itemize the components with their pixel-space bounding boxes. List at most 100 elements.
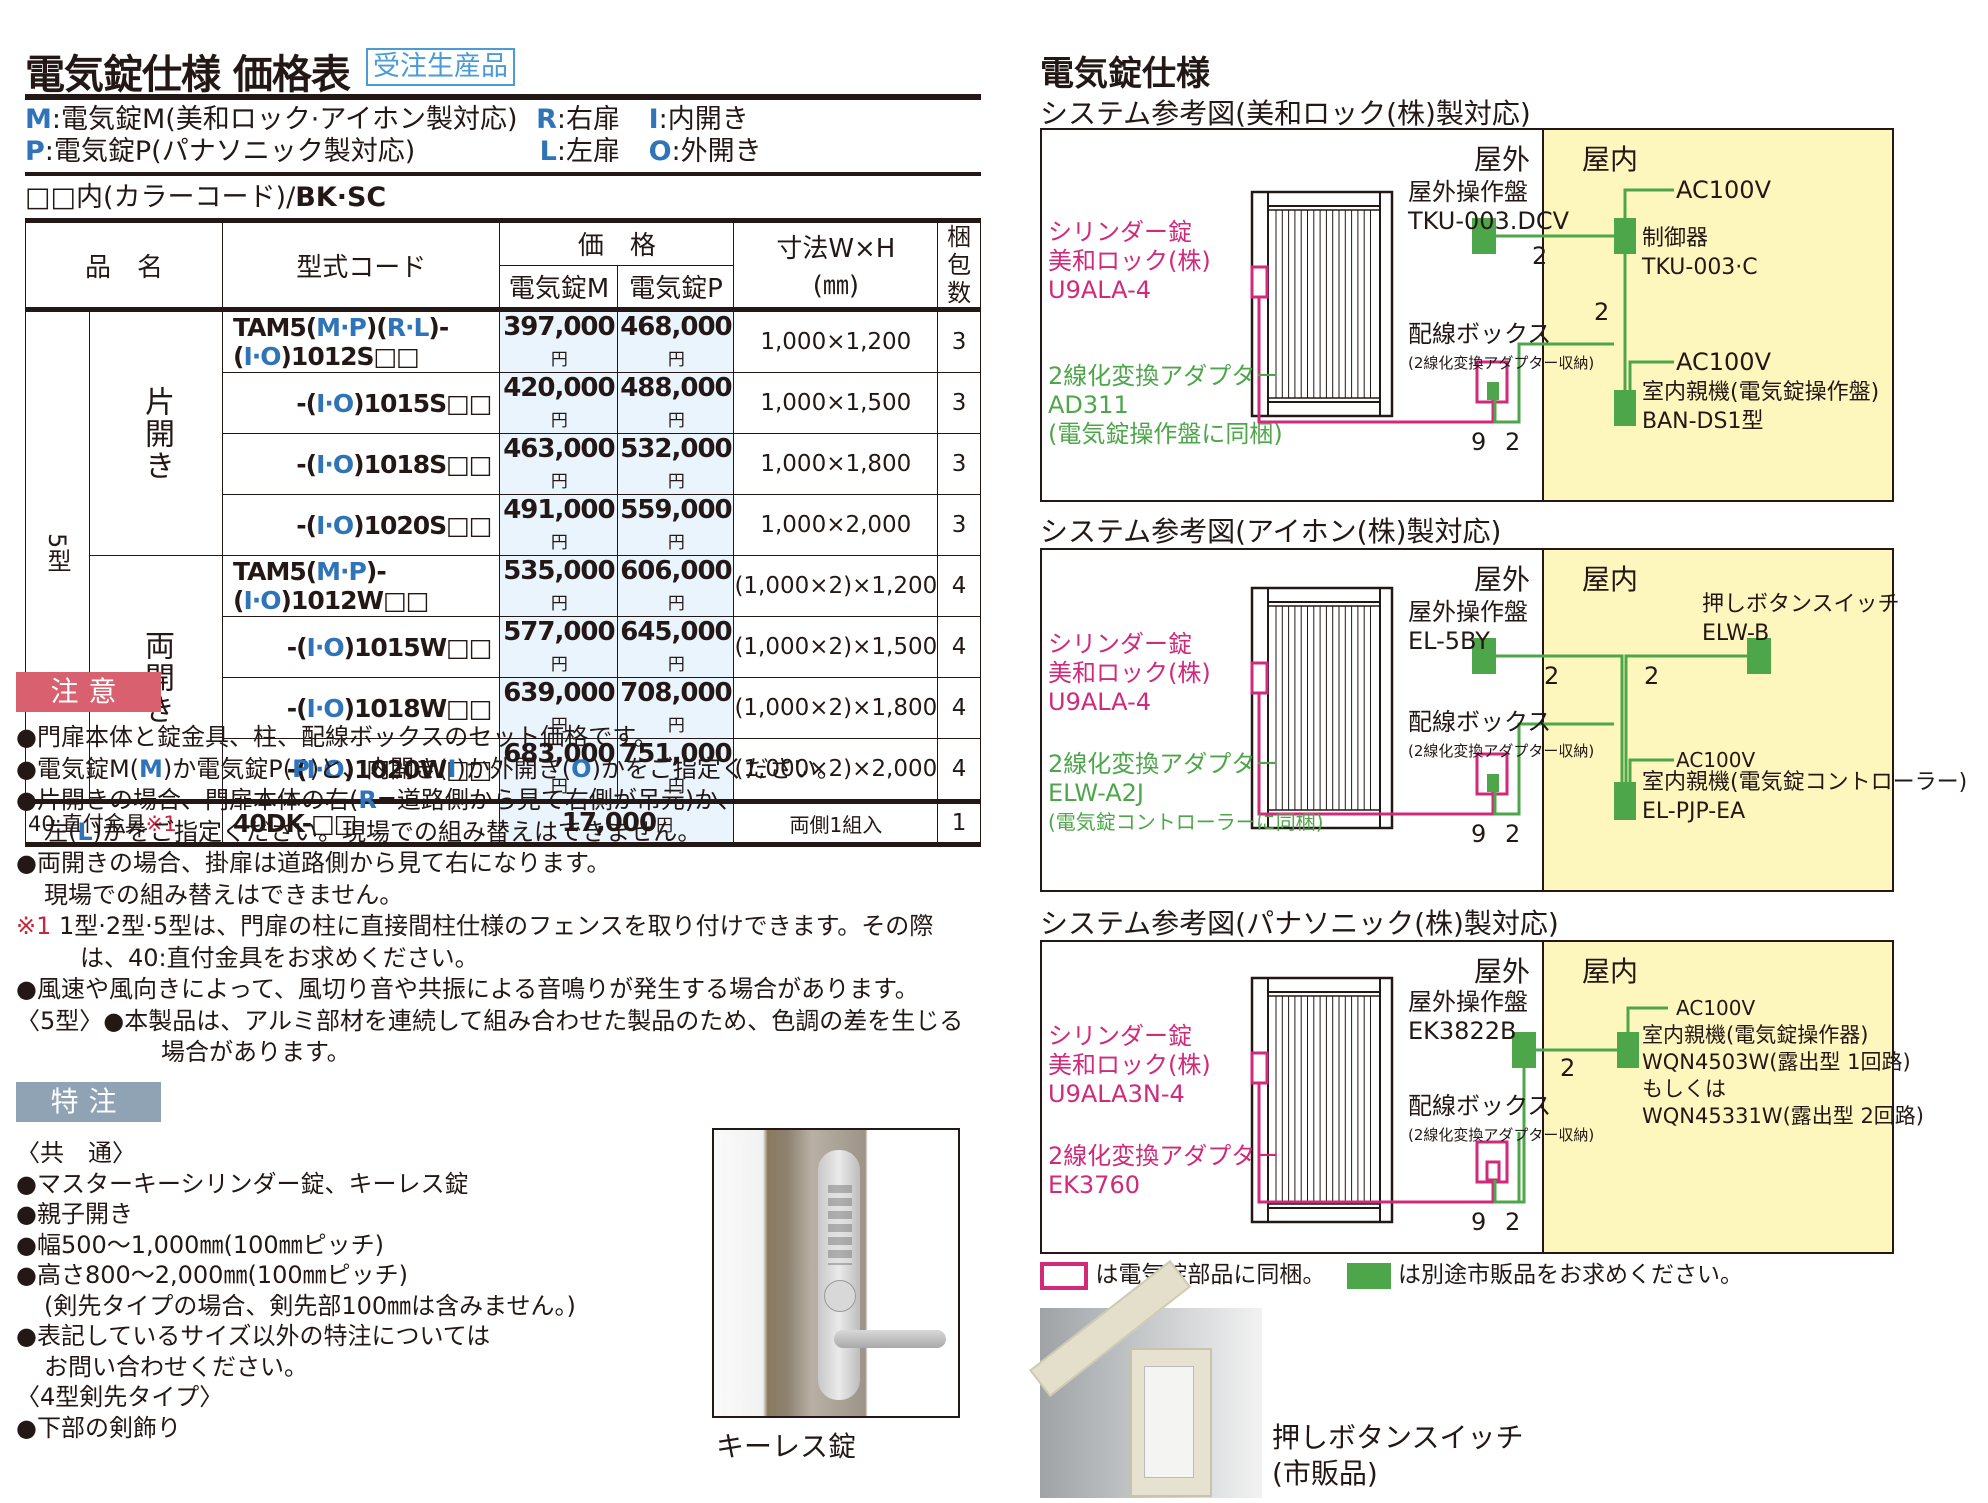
col-header-price-m: 電気錠M <box>499 264 619 310</box>
made-to-order-badge: 受注生産品 <box>366 48 515 86</box>
size-cell: (1,000×2)×1,200 <box>733 555 939 617</box>
special-order-heading: 特注 <box>16 1082 161 1122</box>
table-header-row: 品 名 型式コード 価 格 寸法W×H(㎜) 梱包数 <box>25 218 981 310</box>
indoor-area <box>1542 550 1892 890</box>
size-cell: (1,000×2)×2,000 <box>733 738 939 802</box>
caution-text: 1型·2型·5型は、門扉の柱に直接間柱仕様のフェンスを取り付けできます。その際 <box>51 912 934 940</box>
indoor-device-line: 押しボタンスイッチ <box>1702 592 1900 617</box>
price-value: 683,000 <box>503 739 615 769</box>
pink-wire <box>1257 693 1495 816</box>
legend-key-i: I <box>648 104 659 135</box>
diagram-subtitle: システム参考図(アイホン(株)製対応) <box>1040 515 1502 548</box>
caution-text: )か電気錠P( <box>162 754 293 783</box>
col-header-price-p: 電気錠P <box>617 264 735 310</box>
caution-text: 現場での組み替えはできません。 <box>44 880 404 909</box>
extra-label: 40:直付金具 <box>28 812 146 836</box>
legend-text-p: :電気錠P(パナソニック製対応) <box>44 136 416 167</box>
push-button-caption-line2: (市販品) <box>1272 1457 1378 1490</box>
cylinder-lock-label: シリンダー錠美和ロック(株)U9ALA-4 <box>1048 218 1211 305</box>
pink-wire <box>1257 1083 1495 1204</box>
code-prefix: TAM5( <box>233 557 317 586</box>
code-suffix: )1018W□□ <box>343 693 493 723</box>
yen-unit: 円 <box>550 533 568 553</box>
price-m-cell: 420,000円 <box>499 372 619 434</box>
size-cell: 1,000×1,800 <box>733 433 939 495</box>
cylinder-lock-label: シリンダー錠美和ロック(株)U9ALA-4 <box>1048 630 1211 717</box>
cylinder-lock-line: シリンダー錠 <box>1048 218 1192 246</box>
price-value: 639,000 <box>503 678 615 708</box>
caution-line: ※1 1型·2型·5型は、門扉の柱に直接間柱仕様のフェンスを取り付けできます。そ… <box>16 911 963 943</box>
option-key: L <box>77 817 93 846</box>
code-sep: )( <box>365 313 388 342</box>
price-value: 645,000 <box>620 617 732 647</box>
model-code: -(I·O)1015W□□ <box>221 616 501 678</box>
ac-wire <box>1628 360 1674 390</box>
diagram-legend: は電気錠部品に同梱。 は別途市販品をお求めください。 <box>1040 1255 1743 1290</box>
option-legend: M:電気錠M(美和ロック·アイホン製対応) P:電気錠P(パナソニック製対応) <box>25 104 518 168</box>
code-opening-option: I·O <box>306 632 345 662</box>
included-part-text: は電気錠部品に同梱。 <box>1095 1262 1326 1288</box>
code-suffix: )1020W□□ <box>343 754 493 784</box>
packs-cell: 3 <box>937 494 981 556</box>
price-m-cell: 463,000円 <box>499 433 619 495</box>
size-cell: 1,000×1,200 <box>733 307 939 373</box>
legend-text-i: :内開き <box>658 104 749 135</box>
size-header-unit: (㎜) <box>812 271 859 301</box>
special-order-line: (剣先タイプの場合、剣先部100㎜は含みません。) <box>44 1291 576 1320</box>
indoor-device-line: ELW-B <box>1702 621 1770 646</box>
indoor-label: 屋内 <box>1582 143 1639 176</box>
extra-row-packs: 1 <box>937 799 981 847</box>
size-cell: (1,000×2)×1,500 <box>733 616 939 678</box>
packs-cell: 3 <box>937 433 981 495</box>
adapter-line: 2線化変換アダプター <box>1048 362 1280 390</box>
price-value: 420,000 <box>503 373 615 403</box>
price-m-cell: 683,000円 <box>499 738 619 802</box>
model-code: -(I·O)1020S□□ <box>221 494 501 556</box>
special-order-line: お問い合わせください。 <box>44 1352 308 1381</box>
push-button-caption: 押しボタンスイッチ (市販品) <box>1272 1420 1523 1492</box>
indoor-label: 屋内 <box>1582 955 1639 988</box>
price-p-cell: 559,000円 <box>617 494 735 556</box>
option-key: R <box>358 786 377 814</box>
wire-count: 2 <box>1544 662 1560 690</box>
extra-row-code: 40DK-□□ <box>221 799 501 847</box>
cylinder-lock-line: U9ALA3N-4 <box>1048 1080 1185 1108</box>
indoor-device-label: 押しボタンスイッチ ELW-B <box>1702 590 1900 648</box>
indoor-device-line: 制御器 <box>1642 226 1709 251</box>
extra-row-price: 17,000円 <box>499 799 735 847</box>
keyless-lock-caption: キーレス錠 <box>716 1430 857 1463</box>
legend-key-p: P <box>25 136 45 167</box>
special-order-line: ●下部の剣飾り <box>16 1413 181 1442</box>
outdoor-panel-block <box>1472 638 1496 674</box>
legend-key-m: M <box>25 104 52 135</box>
packs-cell: 4 <box>937 677 981 739</box>
option-key: I <box>447 754 457 783</box>
panel-wire <box>1496 654 1624 782</box>
title-rule <box>25 94 981 100</box>
indoor-device-line: TKU-003·C <box>1642 255 1758 280</box>
code-suffix: )1018S□□ <box>353 449 492 479</box>
special-order-line: ●幅500～1,000㎜(100㎜ピッチ) <box>16 1230 384 1259</box>
ac100v-label: AC100V <box>1676 348 1771 376</box>
legend-text-o: :外開き <box>671 136 762 167</box>
special-order-line: ●親子開き <box>16 1200 133 1228</box>
indoor-device-line: 室内親機(電気錠操作器) <box>1642 1023 1869 1047</box>
code-sep: -( <box>286 754 308 784</box>
code-opening-option: I·O <box>316 510 354 540</box>
code-opening-option: I·O <box>306 754 345 784</box>
code-opening-option: I·O <box>316 388 354 418</box>
indoor-device-line: 室内親機(電気錠コントローラー) <box>1642 770 1968 795</box>
wire-count: 2 <box>1532 242 1548 270</box>
color-code-line: □□内(カラーコード)/BK·SC <box>25 182 386 214</box>
price-value: 708,000 <box>620 678 732 708</box>
price-table: 品 名 型式コード 価 格 寸法W×H(㎜) 梱包数 電気錠M 電気錠P 5型片… <box>25 218 981 847</box>
caution-line: ●門扉本体と錠金具、柱、配線ボックスのセット価格です。 <box>16 722 963 754</box>
yen-unit: 円 <box>667 777 685 797</box>
price-p-cell: 751,000円 <box>617 738 735 802</box>
